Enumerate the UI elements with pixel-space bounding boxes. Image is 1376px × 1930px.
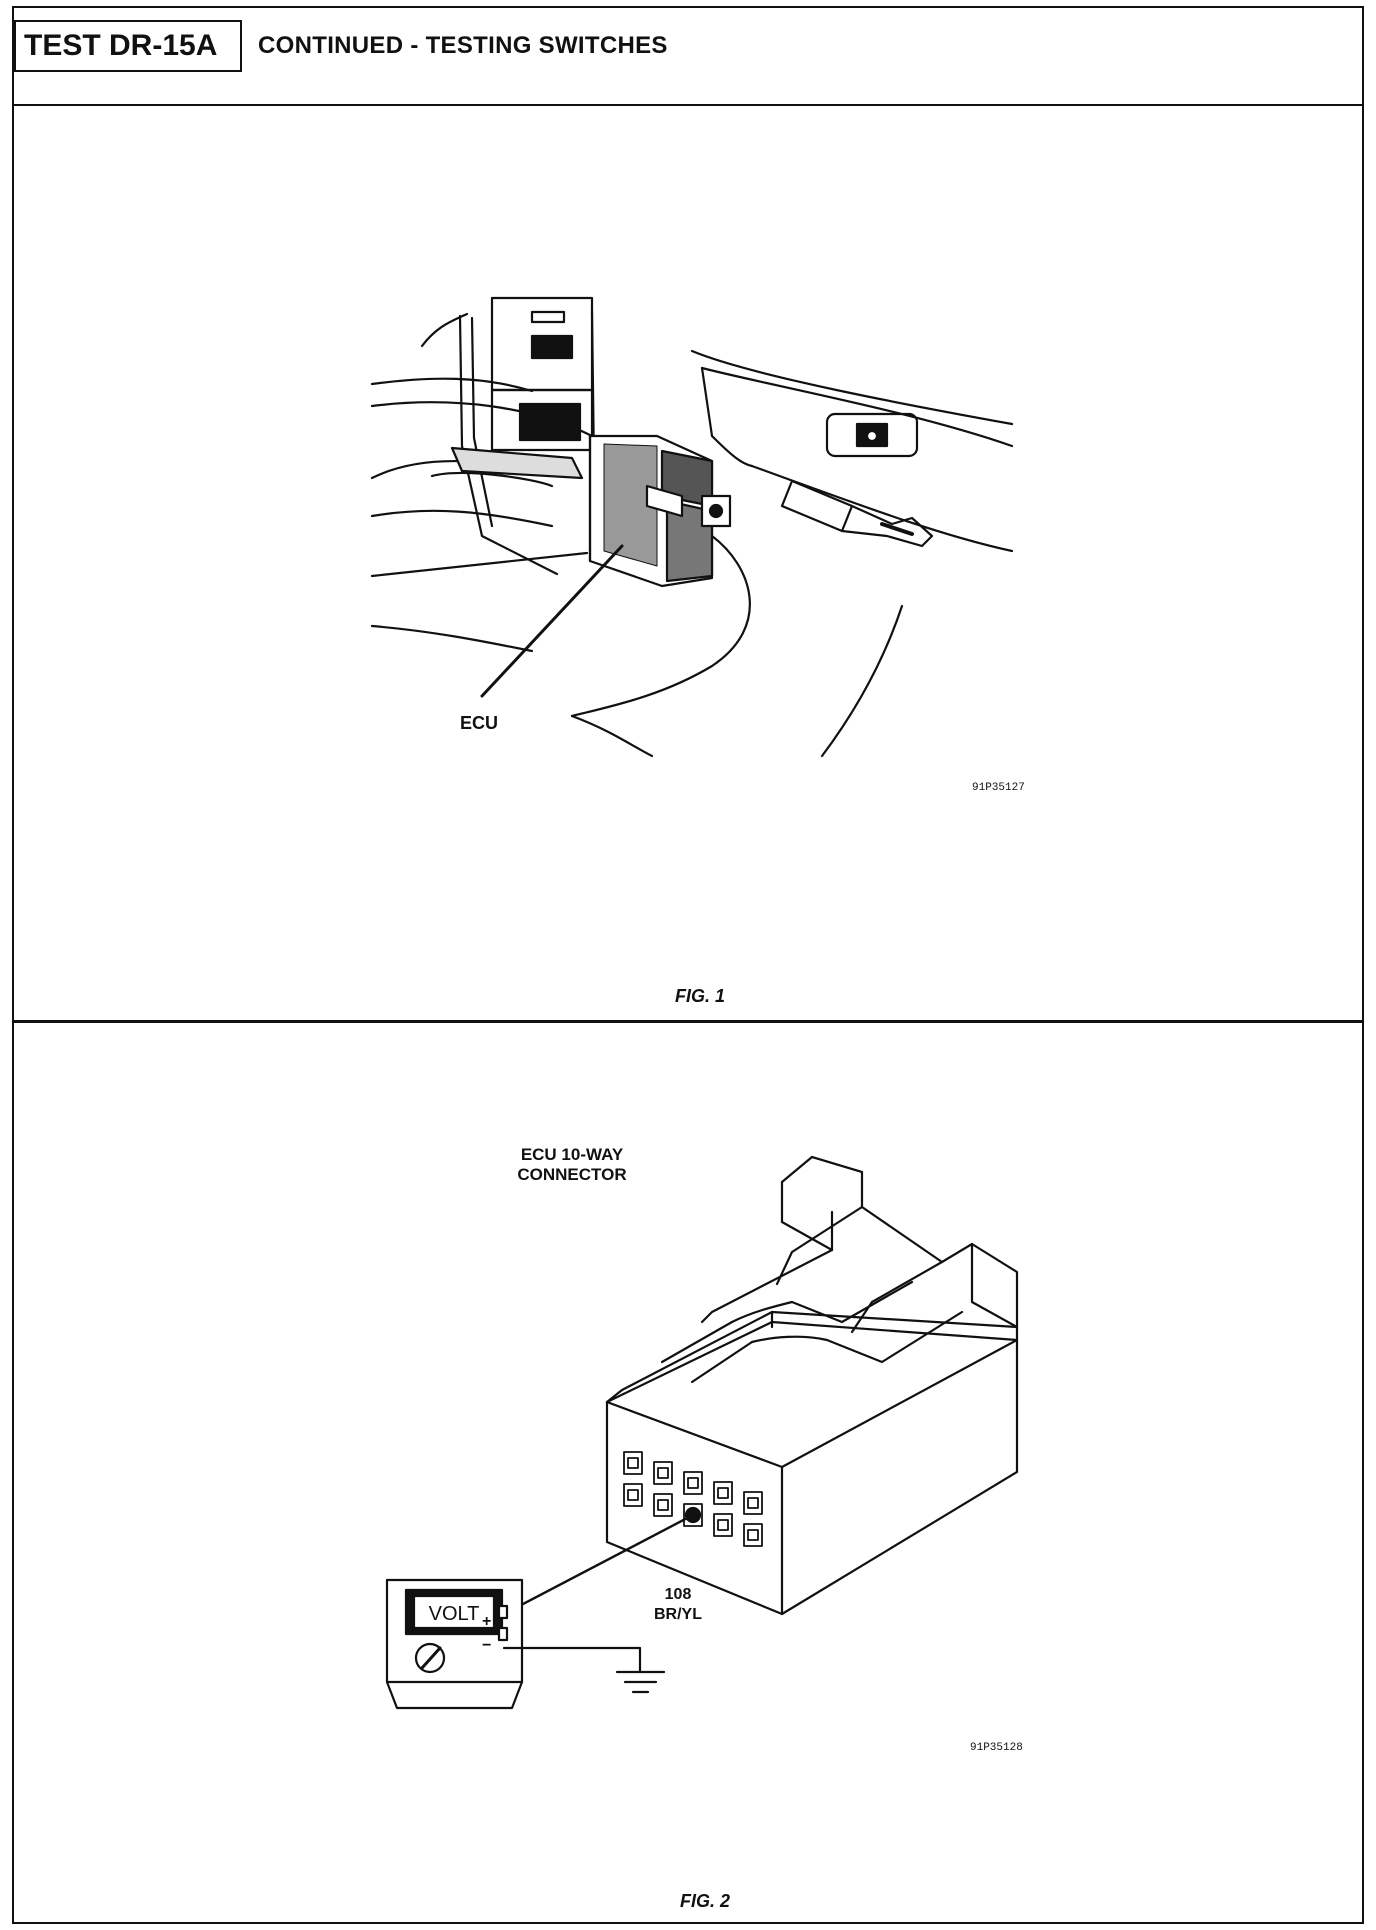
- ecu-callout: ECU: [460, 713, 498, 733]
- wire-color-label: BR/YL: [654, 1606, 702, 1623]
- connector-label-line1: ECU 10-WAY: [521, 1145, 624, 1164]
- figure-2-illustration: ECU 10-WAY CONNECTOR VOLT + − 108 BR/YL …: [385, 1145, 1023, 1911]
- figure-1-caption: FIG. 1: [675, 986, 725, 1006]
- page-frame: [12, 6, 1364, 1924]
- page-title: CONTINUED - TESTING SWITCHES: [258, 32, 668, 59]
- voltmeter-display: VOLT: [429, 1603, 480, 1625]
- figure-1-illustration: ECU 91P35127 FIG. 1: [370, 296, 1025, 1006]
- negative-probe-symbol: −: [482, 1637, 491, 1654]
- figure-divider: [12, 1020, 1364, 1023]
- figure-1-code: 91P35127: [972, 782, 1025, 794]
- circuit-number-label: 108: [665, 1586, 692, 1603]
- page-header: TEST DR-15A CONTINUED - TESTING SWITCHES: [12, 6, 1364, 106]
- test-id-box: TEST DR-15A: [14, 20, 242, 72]
- positive-probe-symbol: +: [482, 1613, 491, 1630]
- connector-label-line2: CONNECTOR: [517, 1165, 626, 1184]
- figure-2-code: 91P35128: [970, 1742, 1023, 1754]
- figure-2-caption: FIG. 2: [680, 1891, 730, 1911]
